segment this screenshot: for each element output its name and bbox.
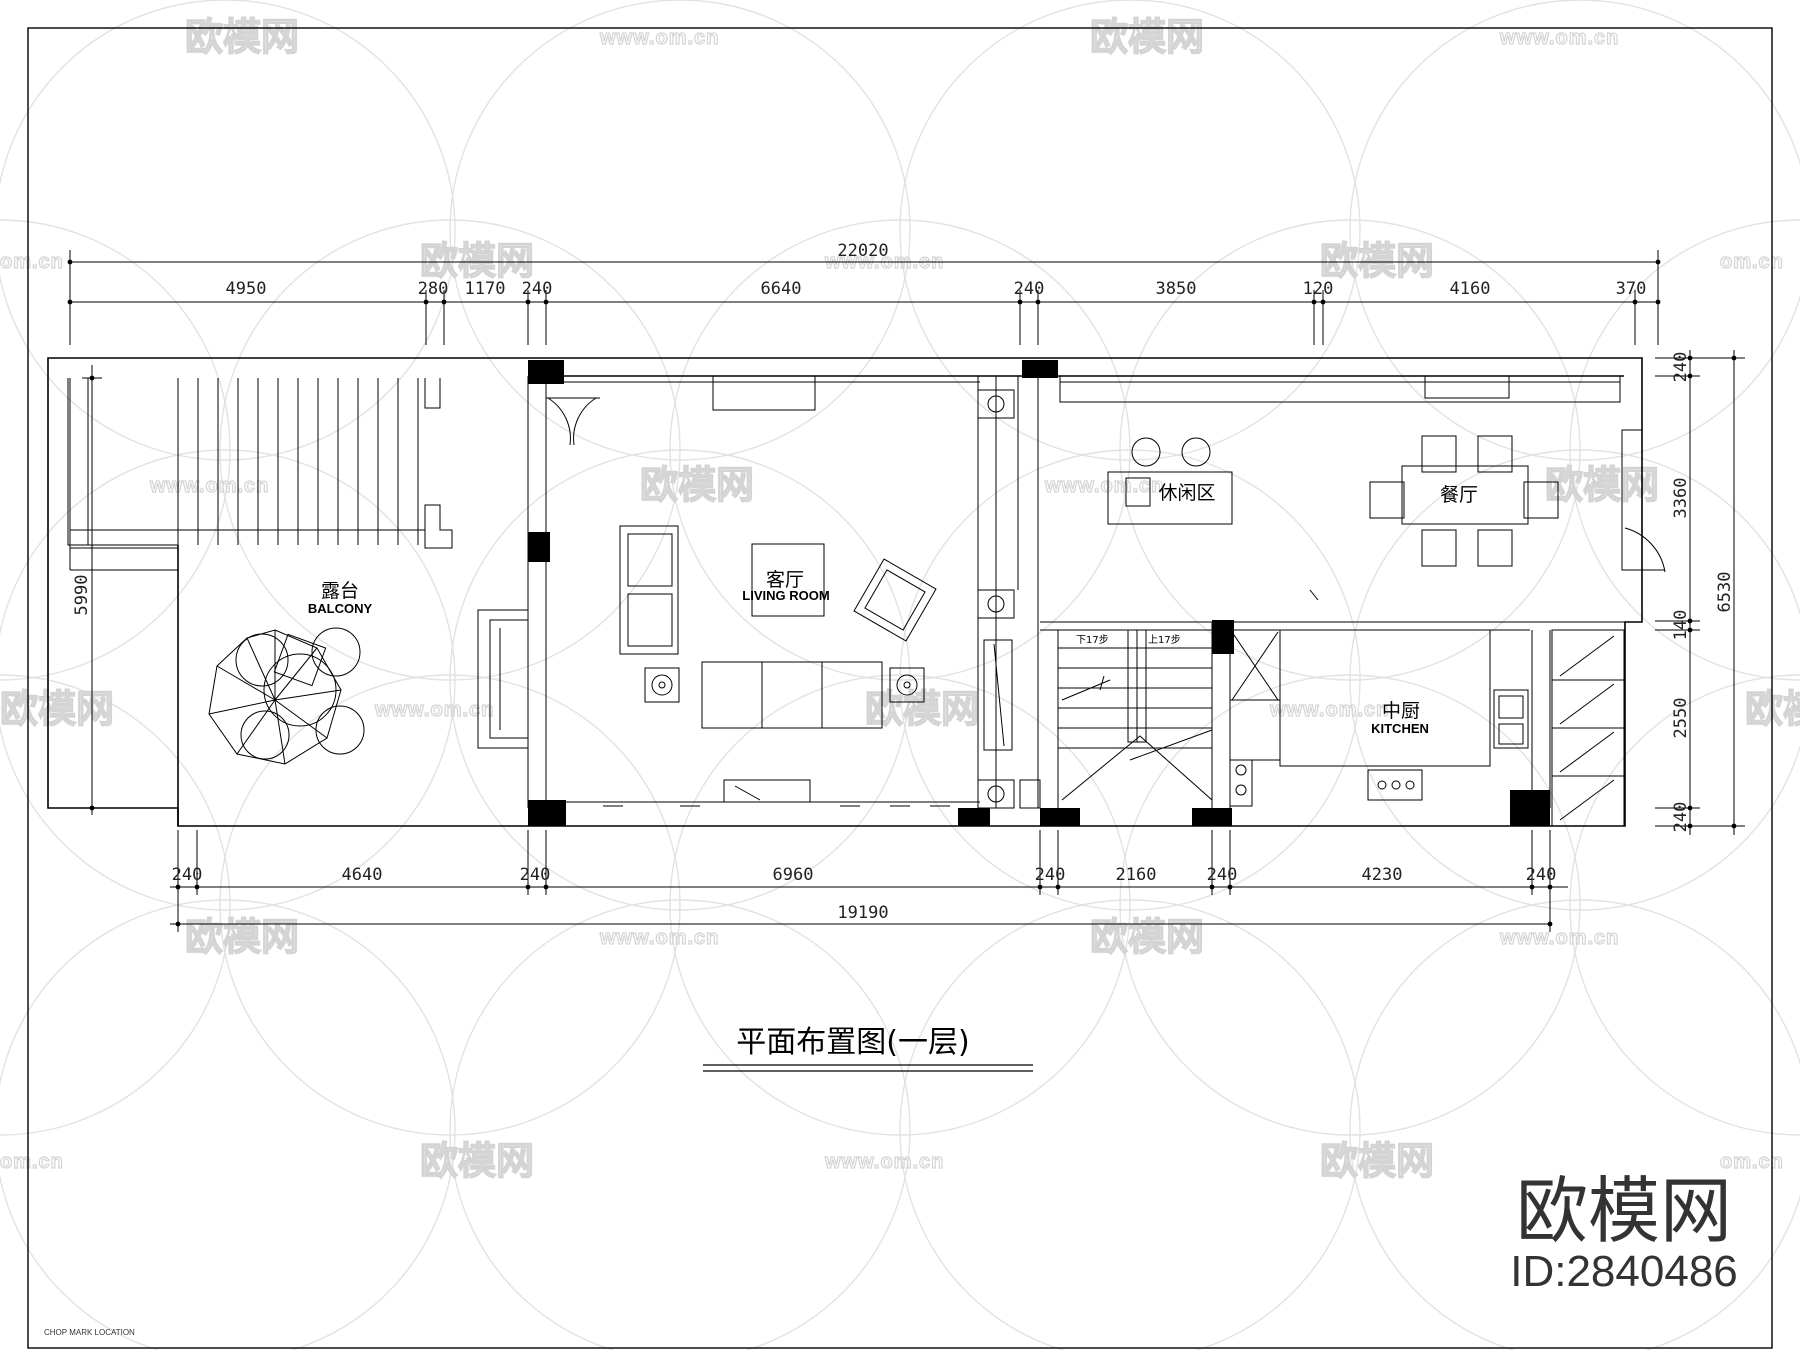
watermark-texts: 欧模网 www.om.cn 欧模网 www.om.cn om.cn 欧模网 ww… bbox=[0, 14, 1800, 1183]
watermark-logo: 欧模网 bbox=[640, 463, 754, 507]
living-doors bbox=[546, 375, 1666, 803]
brand-id: ID:2840486 bbox=[1510, 1247, 1738, 1296]
label-leisure-zh: 休闲区 bbox=[1158, 482, 1215, 504]
stair bbox=[977, 389, 1213, 809]
structural-columns bbox=[528, 360, 1550, 826]
watermark-url: om.cn bbox=[1720, 251, 1784, 273]
watermark-url: www.om.cn bbox=[1499, 927, 1619, 949]
dim-bottom-3: 6960 bbox=[773, 865, 814, 885]
watermark-logo: 欧模网 bbox=[1320, 1139, 1434, 1183]
dim-top-5: 240 bbox=[1014, 279, 1045, 299]
dim-right-3: 2550 bbox=[1671, 698, 1691, 739]
balcony-umbrella bbox=[208, 627, 365, 765]
watermark-logo: 欧模网 bbox=[185, 15, 299, 59]
watermark-logo: 欧模网 bbox=[1545, 463, 1659, 507]
watermark-logo: 欧模网 bbox=[865, 687, 979, 731]
brand-logo-text: 欧模网 bbox=[1516, 1169, 1732, 1253]
dim-bottom-4: 240 bbox=[1035, 865, 1066, 885]
dim-right-4: 240 bbox=[1671, 802, 1691, 833]
watermark-url: om.cn bbox=[0, 1151, 64, 1173]
watermark-logo: 欧模网 bbox=[420, 1139, 534, 1183]
dim-top-8: 4160 bbox=[1450, 279, 1491, 299]
label-living-zh: 客厅 bbox=[766, 569, 804, 591]
dim-top-total: 22020 bbox=[837, 241, 888, 261]
label-kitchen-en: KITCHEN bbox=[1371, 721, 1429, 736]
watermark-url: www.om.cn bbox=[599, 27, 719, 49]
sheet-border bbox=[27, 27, 1773, 1349]
dim-bottom-8: 240 bbox=[1526, 865, 1557, 885]
dim-left: 5990 bbox=[72, 575, 92, 616]
watermark-logo: 欧模网 bbox=[1090, 915, 1204, 959]
dim-right-2: 140 bbox=[1671, 610, 1691, 641]
dim-top-0: 4950 bbox=[226, 279, 267, 299]
dim-top-1: 280 bbox=[418, 279, 449, 299]
stair-up-label: 上17步 bbox=[1148, 634, 1181, 646]
label-balcony-en: BALCONY bbox=[308, 601, 373, 616]
label-dining-zh: 餐厅 bbox=[1440, 484, 1478, 506]
dim-bottom-1: 4640 bbox=[342, 865, 383, 885]
dim-right-1: 3360 bbox=[1671, 478, 1691, 519]
watermark-url: www.om.cn bbox=[1044, 475, 1164, 497]
walls bbox=[47, 357, 1643, 827]
watermark-url: www.om.cn bbox=[599, 927, 719, 949]
label-kitchen-zh: 中厨 bbox=[1382, 700, 1420, 722]
dim-bottom-5: 2160 bbox=[1116, 865, 1157, 885]
label-balcony-zh: 露台 bbox=[321, 580, 359, 602]
watermark-logo: 欧模网 bbox=[1090, 15, 1204, 59]
chop-mark-label: CHOP MARK LOCATION bbox=[44, 1328, 135, 1337]
dim-right-total: 6530 bbox=[1715, 572, 1735, 613]
watermark-logo: 欧模网 bbox=[0, 687, 114, 731]
right-dimensions: 240 3360 140 2550 240 6530 bbox=[1655, 350, 1745, 835]
balcony-deck bbox=[69, 378, 425, 571]
watermark-url: om.cn bbox=[0, 251, 64, 273]
dim-top-2: 1170 bbox=[465, 279, 506, 299]
watermark-url: www.om.cn bbox=[1269, 699, 1389, 721]
bottom-dimensions: 240 4640 240 6960 240 2160 240 4230 240 … bbox=[170, 830, 1568, 932]
dim-top-3: 240 bbox=[522, 279, 553, 299]
kitchen-fixtures bbox=[1229, 629, 1625, 827]
dim-right-0: 240 bbox=[1671, 352, 1691, 383]
dim-top-7: 120 bbox=[1303, 279, 1334, 299]
watermark-logo: 欧模网 bbox=[1320, 239, 1434, 283]
dining-furniture bbox=[1107, 435, 1559, 601]
drawing-title: 平面布置图(一层) bbox=[736, 1025, 969, 1060]
stair-down-label: 下17步 bbox=[1076, 634, 1109, 646]
dim-top-4: 6640 bbox=[761, 279, 802, 299]
dim-top-6: 3850 bbox=[1156, 279, 1197, 299]
watermark-url: om.cn bbox=[1720, 1151, 1784, 1173]
dim-top-9: 370 bbox=[1616, 279, 1647, 299]
drawing-title-block: 平面布置图(一层) bbox=[703, 1025, 1033, 1072]
watermark-url: www.om.cn bbox=[824, 1151, 944, 1173]
dim-bottom-total: 19190 bbox=[837, 903, 888, 923]
dim-bottom-0: 240 bbox=[172, 865, 203, 885]
top-dimensions: 22020 4950 280 1170 240 6640 240 3850 12… bbox=[67, 241, 1661, 345]
dim-bottom-6: 240 bbox=[1207, 865, 1238, 885]
watermark-logo: 欧模网 bbox=[420, 239, 534, 283]
label-living-en: LIVING ROOM bbox=[742, 588, 829, 603]
living-furniture bbox=[603, 525, 950, 807]
watermark-url: www.om.cn bbox=[149, 475, 269, 497]
left-dimension: 5990 bbox=[72, 365, 134, 815]
watermark-url: www.om.cn bbox=[1499, 27, 1619, 49]
dim-bottom-2: 240 bbox=[520, 865, 551, 885]
watermark-logo: 欧模网 bbox=[185, 915, 299, 959]
watermark-url: www.om.cn bbox=[374, 699, 494, 721]
dim-bottom-7: 4230 bbox=[1362, 865, 1403, 885]
room-labels: 露台 BALCONY 客厅 LIVING ROOM 休闲区 餐厅 中厨 KITC… bbox=[308, 482, 1478, 736]
